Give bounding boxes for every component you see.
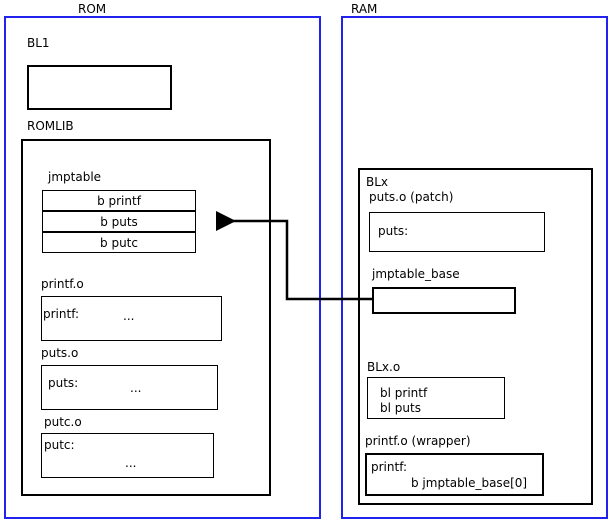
printf-wrapper-symbol: printf: — [371, 460, 408, 474]
bl1-body — [29, 67, 170, 75]
putc-o-caption: putc.o — [44, 415, 82, 429]
putc-o-ellipsis: ... — [125, 456, 137, 470]
blx-o-line-printf: bl printf — [380, 386, 428, 400]
printf-o-box: printf: ... — [41, 296, 222, 341]
jmptable-entry-putc[interactable]: b putc — [42, 232, 196, 253]
jmptable-base-body — [374, 289, 514, 295]
blx-o-line-puts: bl puts — [380, 401, 421, 415]
puts-patch-symbol: puts: — [378, 224, 409, 238]
puts-patch-box: puts: — [369, 212, 545, 252]
puts-o-symbol: puts: — [48, 376, 79, 390]
jmptable-entry-printf-label: b printf — [97, 193, 141, 208]
romlib-caption: ROMLIB — [27, 119, 74, 133]
bl1-box — [27, 65, 172, 110]
puts-patch-caption: puts.o (patch) — [369, 190, 454, 204]
blx-caption: BLx — [366, 175, 389, 189]
bl1-caption: BL1 — [27, 36, 50, 50]
puts-o-caption: puts.o — [41, 346, 79, 360]
jmptable-base-caption: jmptable_base — [372, 267, 460, 281]
jmptable-caption: jmptable — [48, 170, 102, 184]
blx-o-caption: BLx.o — [367, 360, 401, 374]
printf-o-ellipsis: ... — [123, 309, 135, 323]
jmptable-entry-puts[interactable]: b puts — [42, 211, 196, 232]
ram-region-label: RAM — [351, 2, 378, 16]
printf-wrapper-caption: printf.o (wrapper) — [365, 434, 471, 448]
printf-o-caption: printf.o — [41, 277, 84, 291]
blx-o-box: bl printf bl puts — [367, 377, 505, 419]
jmptable-entry-printf[interactable]: b printf — [42, 190, 196, 211]
printf-wrapper-instruction: b jmptable_base[0] — [411, 476, 528, 490]
putc-o-box: putc: ... — [41, 433, 214, 478]
puts-o-ellipsis: ... — [130, 381, 142, 395]
jmptable-entry-puts-label: b puts — [100, 214, 138, 229]
puts-o-box: puts: ... — [41, 365, 218, 410]
jmptable-base-box — [372, 287, 516, 314]
putc-o-symbol: putc: — [44, 438, 75, 452]
rom-region-label: ROM — [78, 2, 107, 16]
jmptable-entry-putc-label: b putc — [100, 235, 138, 250]
printf-o-symbol: printf: — [43, 307, 80, 321]
printf-wrapper-box: printf: b jmptable_base[0] — [365, 453, 544, 496]
